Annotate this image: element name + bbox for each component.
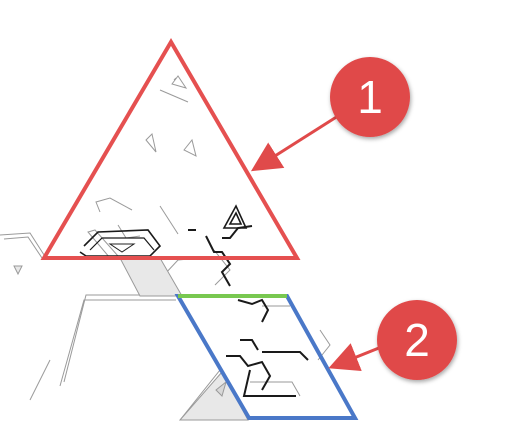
- plan-dark-linework: [79, 225, 309, 397]
- callout-1-label: 1: [357, 71, 383, 123]
- callout-2-arrow: [328, 343, 385, 372]
- callout-2-label: 2: [404, 314, 430, 366]
- region-1-outline: [40, 38, 301, 260]
- callout-1-circle: [330, 57, 410, 137]
- plan-fills: [13, 243, 249, 421]
- callout-2: 2: [377, 300, 457, 380]
- callout-1-arrow: [250, 114, 339, 172]
- callout-2-circle: [377, 300, 457, 380]
- callout-1: 1: [330, 57, 410, 137]
- stair-detail: [222, 204, 248, 229]
